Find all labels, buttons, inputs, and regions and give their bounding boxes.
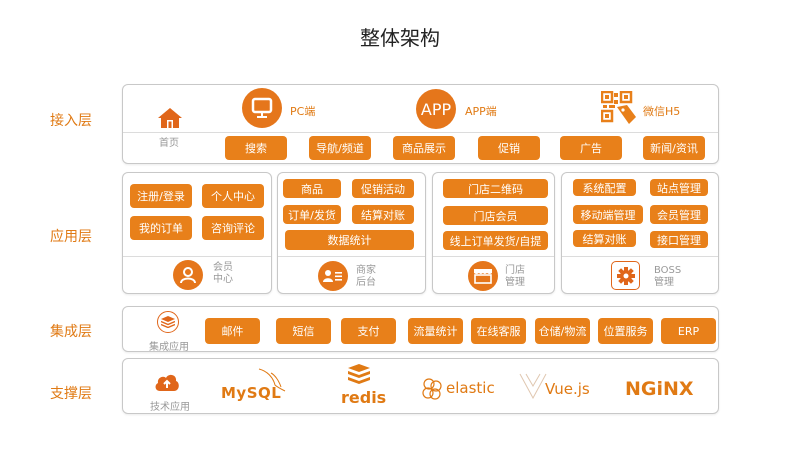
divider — [123, 132, 718, 133]
module-member-center: 注册/登录 个人中心 我的订单 咨询评论 会员 中心 — [122, 172, 272, 294]
vuejs-text: Vue.js — [545, 380, 590, 398]
access-layer-panel: 首页 PC端 APP APP端 微信H5 搜索 导航/频道 商品展示 促销 广告… — [122, 84, 719, 164]
module-merchant-backend: 商品 促销活动 订单/发货 结算对账 数据统计 商家 后台 — [277, 172, 426, 294]
merchant-button-shipping[interactable]: 订单/发货 — [283, 205, 341, 224]
caption-line2: 后台 — [356, 277, 376, 288]
user-icon — [173, 260, 203, 290]
channel-wechat-label: 微信H5 — [643, 105, 681, 118]
cloud-upload-icon — [154, 372, 180, 396]
vuejs-logo: Vue.js — [519, 373, 599, 403]
caption-line2: 中心 — [213, 274, 233, 285]
boss-button-members[interactable]: 会员管理 — [650, 205, 708, 224]
caption-line2: 管理 — [654, 277, 674, 288]
layer-label-application: 应用层 — [50, 229, 92, 245]
member-button-reviews[interactable]: 咨询评论 — [202, 216, 264, 240]
store-button-members[interactable]: 门店会员 — [443, 206, 548, 225]
module-boss-management: 系统配置 站点管理 移动端管理 会员管理 结算对账 接口管理 BOSS 管理 — [561, 172, 719, 294]
home-icon — [157, 107, 183, 133]
integration-caption: 集成应用 — [149, 342, 189, 353]
merchant-button-settlement[interactable]: 结算对账 — [352, 205, 414, 224]
integration-button-erp[interactable]: ERP — [661, 318, 716, 344]
integration-button-location[interactable]: 位置服务 — [598, 318, 653, 344]
layer-label-integration: 集成层 — [50, 324, 92, 340]
boss-button-settlement[interactable]: 结算对账 — [573, 230, 636, 247]
layer-label-access: 接入层 — [50, 113, 92, 129]
app-icon: APP — [416, 89, 456, 129]
gear-icon — [611, 261, 640, 290]
caption-line1: 商家 — [356, 265, 376, 276]
integration-layer-panel: 集成应用 邮件 短信 支付 流量统计 在线客服 仓储/物流 位置服务 ERP — [122, 306, 719, 353]
module-store-caption: 门店 管理 — [505, 265, 525, 289]
divider — [562, 256, 718, 257]
integration-button-logistics[interactable]: 仓储/物流 — [535, 318, 590, 344]
qrcode-icon — [600, 90, 637, 129]
channel-pc-label: PC端 — [290, 105, 316, 118]
divider — [123, 256, 271, 257]
id-card-icon — [318, 261, 348, 291]
integration-button-payment[interactable]: 支付 — [341, 318, 396, 344]
member-button-login[interactable]: 注册/登录 — [130, 184, 192, 208]
redis-text: redis — [341, 388, 387, 407]
caption-line1: 门店 — [505, 265, 525, 276]
merchant-button-promo[interactable]: 促销活动 — [352, 179, 414, 198]
redis-logo: redis — [341, 363, 386, 413]
boss-button-site[interactable]: 站点管理 — [650, 179, 708, 196]
boss-button-api[interactable]: 接口管理 — [650, 231, 708, 248]
integration-button-sms[interactable]: 短信 — [276, 318, 331, 344]
module-store-management: 门店二维码 门店会员 线上订单发货/自提 门店 管理 — [432, 172, 555, 294]
elastic-logo: elastic — [421, 376, 501, 402]
module-merchant-caption: 商家 后台 — [356, 265, 376, 289]
integration-button-support[interactable]: 在线客服 — [471, 318, 526, 344]
member-button-orders[interactable]: 我的订单 — [130, 216, 192, 240]
page-title: 整体架构 — [360, 26, 440, 50]
access-button-news[interactable]: 新闻/资讯 — [643, 136, 705, 160]
nginx-logo: NGiNX — [625, 378, 694, 400]
mysql-logo: MySQL — [221, 367, 291, 407]
integration-button-email[interactable]: 邮件 — [205, 318, 260, 344]
access-button-nav[interactable]: 导航/频道 — [309, 136, 371, 160]
module-member-caption: 会员 中心 — [213, 262, 233, 286]
store-icon — [468, 261, 498, 291]
boss-button-system-config[interactable]: 系统配置 — [573, 179, 636, 196]
support-layer-panel: 技术应用 MySQL redis elastic Vue.js NGiNX — [122, 358, 719, 414]
merchant-button-product[interactable]: 商品 — [283, 179, 341, 198]
boss-button-mobile[interactable]: 移动端管理 — [573, 205, 643, 224]
caption-line1: BOSS — [654, 265, 682, 276]
layer-label-support: 支撑层 — [50, 386, 92, 402]
merchant-button-stats[interactable]: 数据统计 — [285, 230, 414, 250]
divider — [278, 256, 425, 257]
module-boss-caption: BOSS 管理 — [654, 265, 681, 289]
store-button-qrcode[interactable]: 门店二维码 — [443, 179, 548, 198]
integration-button-traffic[interactable]: 流量统计 — [408, 318, 463, 344]
elastic-text: elastic — [446, 379, 495, 397]
store-button-pickup[interactable]: 线上订单发货/自提 — [443, 231, 548, 250]
access-button-product[interactable]: 商品展示 — [393, 136, 455, 160]
mysql-text: MySQL — [221, 384, 282, 402]
channel-app-label: APP端 — [465, 105, 497, 118]
monitor-icon — [242, 88, 282, 128]
layers-icon — [157, 311, 179, 333]
caption-line2: 管理 — [505, 277, 525, 288]
access-button-search[interactable]: 搜索 — [225, 136, 287, 160]
access-button-promo[interactable]: 促销 — [478, 136, 540, 160]
caption-line1: 会员 — [213, 262, 233, 273]
home-label: 首页 — [159, 138, 179, 149]
member-button-profile[interactable]: 个人中心 — [202, 184, 264, 208]
support-caption: 技术应用 — [150, 402, 190, 413]
divider — [433, 256, 554, 257]
access-button-ads[interactable]: 广告 — [560, 136, 622, 160]
